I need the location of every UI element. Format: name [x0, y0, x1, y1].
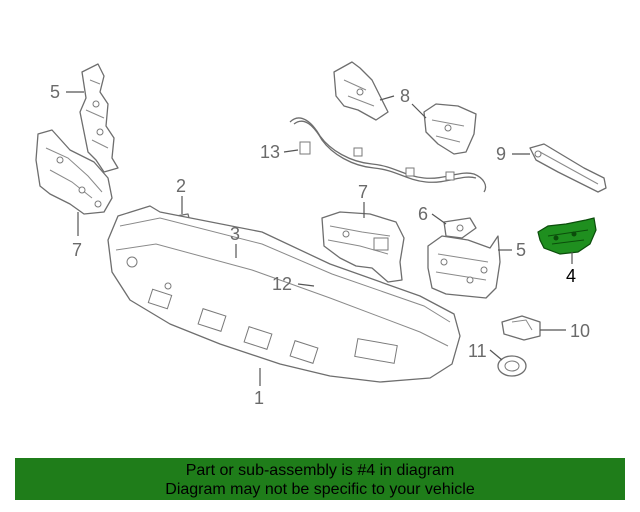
- callout-1: 1: [254, 388, 264, 408]
- part-9-support-rail[interactable]: [529, 143, 607, 193]
- part-11-ring[interactable]: [497, 355, 527, 377]
- callout-2: 2: [176, 176, 186, 196]
- part-4-highlighted-bracket[interactable]: [537, 217, 597, 255]
- callout-11: 11: [468, 341, 487, 361]
- callout-4: 4: [566, 266, 576, 286]
- callout-7-center: 7: [358, 182, 368, 202]
- callout-5-left: 5: [50, 82, 60, 102]
- callout-7-left: 7: [72, 240, 82, 260]
- callout-13: 13: [260, 142, 280, 162]
- info-banner: Part or sub-assembly is #4 in diagram Di…: [15, 458, 625, 500]
- part-7-center-bracket[interactable]: [321, 211, 405, 283]
- part-1-bumper[interactable]: [107, 205, 461, 383]
- banner-line-disclaimer: Diagram may not be specific to your vehi…: [165, 481, 475, 498]
- part-5-right-bracket[interactable]: [427, 235, 501, 299]
- part-7-left-bracket[interactable]: [35, 129, 113, 215]
- callout-12: 12: [272, 274, 292, 294]
- part-8-bracket-lower[interactable]: [423, 103, 477, 155]
- callout-9: 9: [496, 144, 506, 164]
- callout-5-right: 5: [516, 240, 526, 260]
- banner-line-part-number: Part or sub-assembly is #4 in diagram: [185, 462, 455, 479]
- callout-8: 8: [400, 86, 410, 106]
- part-5-left-bracket[interactable]: [79, 63, 119, 173]
- callout-6: 6: [418, 204, 428, 224]
- part-13-wiring-harness[interactable]: [289, 117, 487, 193]
- callout-3: 3: [230, 224, 240, 244]
- leader-lines: [66, 91, 573, 386]
- callout-10: 10: [570, 321, 590, 341]
- part-10-sensor[interactable]: [501, 315, 541, 341]
- part-6-small-bracket[interactable]: [443, 217, 477, 239]
- part-8-bracket-upper[interactable]: [333, 61, 389, 121]
